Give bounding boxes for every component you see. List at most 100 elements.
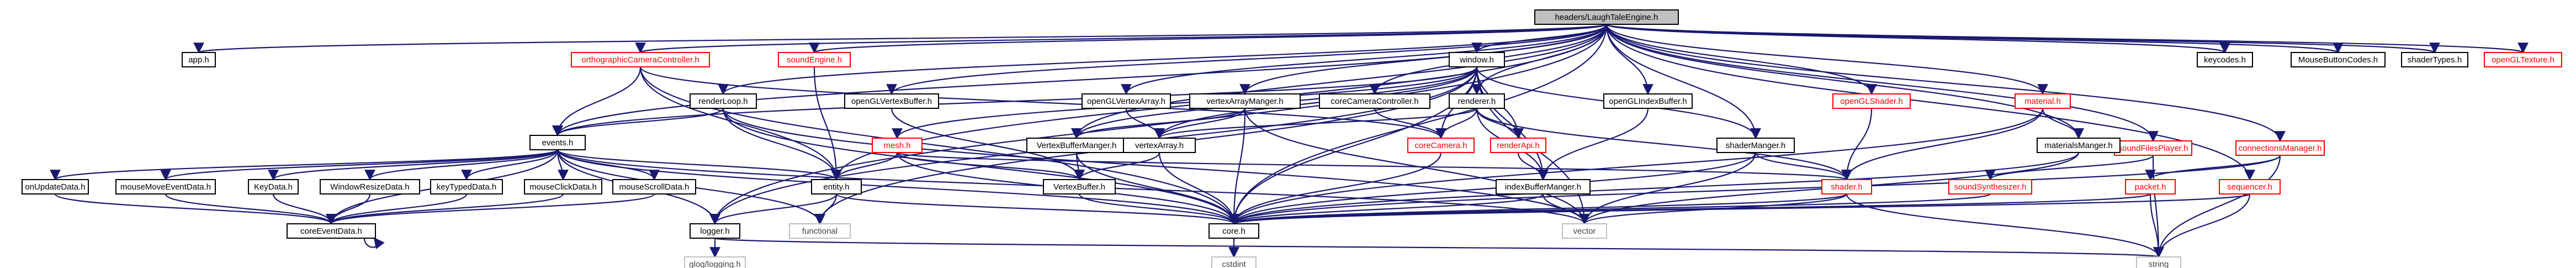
- node-mouseCodes[interactable]: MouseButtonCodes.h: [2291, 52, 2386, 67]
- node-box: [2114, 140, 2192, 156]
- node-box: [2125, 179, 2176, 195]
- include-edge-root-to-app: [194, 23, 1608, 54]
- include-edge-glShader-to-shader: [1841, 108, 1873, 181]
- node-logger[interactable]: logger.h: [690, 223, 740, 239]
- node-shader[interactable]: shader.h: [1821, 179, 1872, 195]
- node-box: [1716, 138, 1795, 153]
- node-events[interactable]: events.h: [529, 135, 586, 150]
- node-openGLTexture[interactable]: openGLTexture.h: [2484, 52, 2562, 67]
- node-vector[interactable]: vector: [1562, 223, 1607, 239]
- node-connectionsManager[interactable]: connectionsManager.h: [2235, 140, 2325, 156]
- include-edge-root-to-connectionsManager: [1605, 24, 2286, 142]
- node-label: connectionsManager.h: [2239, 144, 2322, 153]
- node-label: coreCamera.h: [1414, 141, 1467, 150]
- node-box: [2484, 52, 2562, 67]
- node-box: [2037, 138, 2121, 153]
- node-mesh[interactable]: mesh.h: [872, 138, 923, 153]
- node-coreCamera[interactable]: coreCamera.h: [1407, 138, 1475, 153]
- include-edge-root-to-orthoCam: [635, 23, 1608, 54]
- include-edge-events-to-keyData: [268, 149, 559, 181]
- node-sequencer[interactable]: sequencer.h: [2219, 179, 2281, 195]
- node-shaderManager[interactable]: shaderManger.h: [1716, 138, 1795, 153]
- node-app[interactable]: app.h: [182, 52, 216, 67]
- node-renderer[interactable]: renderer.h: [1449, 93, 1505, 109]
- node-label: headers/LaughTaleEngine.h: [1555, 13, 1658, 22]
- node-label: orthographicCameraController.h: [581, 55, 699, 65]
- node-material[interactable]: material.h: [2015, 93, 2071, 109]
- node-vertexArray[interactable]: vertexArray.h: [1123, 138, 1196, 153]
- node-core[interactable]: core.h: [1209, 223, 1259, 239]
- node-shaderTypes[interactable]: shaderTypes.h: [2401, 52, 2468, 67]
- node-onUpdateData[interactable]: onUpdateData.h: [22, 179, 89, 195]
- node-coreEventData[interactable]: coreEventData.h: [287, 223, 376, 239]
- include-edge-soundEngine-to-entity: [813, 66, 842, 181]
- node-functional[interactable]: functional: [789, 223, 851, 239]
- node-mouseScrollData[interactable]: mouseScrollData.h: [612, 179, 696, 195]
- node-soundEngine[interactable]: soundEngine.h: [778, 52, 851, 67]
- node-glShader[interactable]: openGLShader.h: [1832, 93, 1911, 109]
- include-edge-mesh-to-entity: [831, 152, 898, 181]
- node-label: core.h: [1222, 227, 1245, 236]
- node-keyData[interactable]: KeyData.h: [248, 179, 299, 195]
- include-edge-root-to-shaderManager: [1605, 24, 1761, 139]
- include-edge-root-to-openGLTexture: [1605, 23, 2528, 54]
- node-glogLogging[interactable]: glog/logging.h: [684, 256, 746, 268]
- node-string[interactable]: string: [2136, 256, 2181, 268]
- node-mouseMoveEventData[interactable]: mouseMoveEventData.h: [115, 179, 216, 195]
- node-glVertexArray[interactable]: openGLVertexArray.h: [1082, 93, 1171, 109]
- include-edge-vertexArrayManager-to-vector: [1244, 108, 1590, 225]
- node-box: [2401, 52, 2468, 67]
- node-packet[interactable]: packet.h: [2125, 179, 2176, 195]
- node-label: functional: [802, 227, 838, 236]
- include-edge-renderLoop-to-core: [722, 108, 1239, 225]
- include-edge-window-to-mesh: [892, 66, 1478, 139]
- node-box: [571, 52, 710, 67]
- node-label: coreCameraController.h: [1331, 97, 1418, 106]
- include-edge-entity-to-functional: [814, 193, 838, 225]
- node-entity[interactable]: entity.h: [811, 179, 862, 195]
- node-box: [182, 52, 216, 67]
- node-box: [612, 179, 696, 195]
- node-root[interactable]: headers/LaughTaleEngine.h: [1534, 9, 1679, 25]
- node-orthoCam[interactable]: orthographicCameraController.h: [571, 52, 710, 67]
- node-box: [320, 179, 420, 195]
- node-soundSynthesizer[interactable]: soundSynthesizer.h: [1948, 179, 2032, 195]
- node-window[interactable]: window.h: [1449, 52, 1505, 67]
- node-label: cstdint: [1222, 260, 1246, 268]
- node-mouseClickData[interactable]: mouseClickData.h: [524, 179, 602, 195]
- node-label: mesh.h: [883, 141, 910, 150]
- include-edge-glIndexBuffer-to-indexBufferManager: [1538, 108, 1649, 181]
- include-edge-connectionsManager-to-core: [1228, 155, 2281, 225]
- node-materialsManager[interactable]: materialsManger.h: [2037, 138, 2121, 153]
- include-edge-vertexArray-to-vertexBuffer: [1074, 152, 1160, 181]
- node-cstdint[interactable]: cstdint: [1211, 256, 1257, 268]
- node-soundFilesPlayer[interactable]: soundFilesPlayer.h: [2114, 140, 2192, 156]
- include-edge-renderLoop-to-vector: [722, 108, 1590, 225]
- include-edge-logger-to-string: [714, 237, 2163, 258]
- node-coreCamCtrl[interactable]: coreCameraController.h: [1319, 93, 1430, 109]
- node-vbManager[interactable]: VertexBufferManger.h: [1026, 138, 1127, 153]
- node-indexBufferManager[interactable]: indexBufferManger.h: [1496, 179, 1591, 195]
- node-label: openGLShader.h: [1840, 97, 1902, 106]
- node-box: [778, 52, 851, 67]
- node-renderApi[interactable]: renderApi.h: [1490, 138, 1546, 153]
- node-renderLoop[interactable]: renderLoop.h: [690, 93, 757, 109]
- node-box: [690, 93, 757, 109]
- node-vertexArrayManager[interactable]: vertexArrayManger.h: [1189, 93, 1301, 109]
- node-vertexBuffer[interactable]: VertexBuffer.h: [1043, 179, 1116, 195]
- node-glVertexBuffer[interactable]: openGLVertexBuffer.h: [844, 93, 939, 109]
- include-edge-vertexArrayManager-to-vbManager: [1071, 108, 1246, 139]
- node-box: [1082, 93, 1171, 109]
- node-label: renderer.h: [1458, 97, 1496, 106]
- node-label: KeyData.h: [254, 182, 293, 192]
- node-keycodes[interactable]: keycodes.h: [2197, 52, 2253, 67]
- node-box: [2136, 256, 2181, 268]
- node-windowResizeData[interactable]: WindowResizeData.h: [320, 179, 420, 195]
- node-glIndexBuffer[interactable]: openGLIndexBuffer.h: [1603, 93, 1693, 109]
- include-edge-vertexBuffer-to-core: [1078, 193, 1239, 225]
- node-box: [1603, 93, 1693, 109]
- node-box: [1490, 138, 1546, 153]
- node-label: shaderManger.h: [1726, 141, 1785, 150]
- node-keyTypedData[interactable]: keyTypedData.h: [430, 179, 503, 195]
